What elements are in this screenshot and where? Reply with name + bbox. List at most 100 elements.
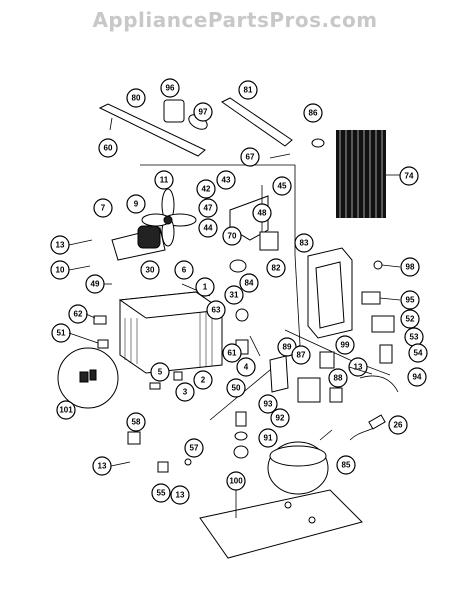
part-95 xyxy=(361,291,381,305)
callout-95: 95 xyxy=(400,290,420,310)
callout-44: 44 xyxy=(198,218,218,238)
part-63 xyxy=(235,308,249,322)
callout-67: 67 xyxy=(240,147,260,167)
part-54 xyxy=(379,344,393,364)
callout-49: 49 xyxy=(85,274,105,294)
svg-text:30: 30 xyxy=(146,266,155,275)
svg-text:62: 62 xyxy=(74,310,83,319)
part-3 xyxy=(149,382,161,390)
part-5 xyxy=(173,371,183,381)
callout-11: 11 xyxy=(154,170,174,190)
svg-text:55: 55 xyxy=(157,489,166,498)
callout-85: 85 xyxy=(336,455,356,475)
callout-13a: 13 xyxy=(50,235,70,255)
svg-text:74: 74 xyxy=(405,172,414,181)
callout-101: 101 xyxy=(56,400,76,420)
callout-86: 86 xyxy=(303,103,323,123)
svg-text:67: 67 xyxy=(246,153,255,162)
part-57 xyxy=(184,458,192,466)
svg-text:52: 52 xyxy=(406,315,415,324)
callout-84: 84 xyxy=(239,273,259,293)
svg-text:10: 10 xyxy=(56,266,65,275)
svg-text:5: 5 xyxy=(158,368,163,377)
callout-leaders xyxy=(68,239,401,518)
svg-text:13: 13 xyxy=(176,491,185,500)
callout-58: 58 xyxy=(126,412,146,432)
rail-81 xyxy=(221,97,293,147)
callout-54: 54 xyxy=(408,343,428,363)
svg-text:58: 58 xyxy=(132,418,141,427)
callout-97: 97 xyxy=(193,102,213,122)
svg-text:61: 61 xyxy=(228,349,237,358)
callout-26: 26 xyxy=(388,415,408,435)
svg-text:81: 81 xyxy=(244,86,253,95)
callout-13c: 13 xyxy=(92,456,112,476)
callout-13d: 13 xyxy=(170,485,190,505)
svg-text:13: 13 xyxy=(354,363,363,372)
svg-text:48: 48 xyxy=(258,209,267,218)
callout-7: 7 xyxy=(93,198,113,218)
callout-3: 3 xyxy=(175,382,195,402)
callout-91: 91 xyxy=(258,428,278,448)
svg-text:85: 85 xyxy=(342,461,351,470)
svg-text:43: 43 xyxy=(222,176,231,185)
svg-text:1: 1 xyxy=(203,283,208,292)
callout-57: 57 xyxy=(184,438,204,458)
base-plate-100 xyxy=(199,489,363,559)
callout-96: 96 xyxy=(160,78,180,98)
callout-42: 42 xyxy=(196,179,216,199)
callout-13b: 13 xyxy=(348,357,368,377)
svg-text:80: 80 xyxy=(132,94,141,103)
compressor-85 xyxy=(267,429,333,495)
part-91 xyxy=(233,445,249,459)
part-58 xyxy=(127,431,141,445)
svg-text:47: 47 xyxy=(204,204,213,213)
callout-61: 61 xyxy=(222,343,242,363)
svg-text:100: 100 xyxy=(229,477,243,486)
svg-text:6: 6 xyxy=(182,266,187,275)
svg-text:31: 31 xyxy=(230,291,239,300)
callout-51: 51 xyxy=(51,323,71,343)
svg-text:49: 49 xyxy=(91,280,100,289)
svg-text:86: 86 xyxy=(309,109,318,118)
svg-text:87: 87 xyxy=(297,351,306,360)
callout-labels: 80 96 97 81 86 60 67 74 11 43 42 45 47 4… xyxy=(50,78,428,505)
screw-67 xyxy=(269,153,291,159)
callout-43: 43 xyxy=(216,170,236,190)
clip-62 xyxy=(93,315,107,325)
svg-text:63: 63 xyxy=(212,306,221,315)
svg-text:2: 2 xyxy=(201,376,206,385)
callout-70: 70 xyxy=(222,226,242,246)
callout-9: 9 xyxy=(126,194,146,214)
svg-text:91: 91 xyxy=(264,434,273,443)
svg-text:83: 83 xyxy=(300,239,309,248)
plug-86 xyxy=(311,138,325,148)
callout-88: 88 xyxy=(328,368,348,388)
callout-55: 55 xyxy=(151,483,171,503)
evaporator-30 xyxy=(118,291,224,374)
part-4 xyxy=(249,335,261,357)
callout-92: 92 xyxy=(270,408,290,428)
part-98 xyxy=(373,260,383,270)
svg-text:93: 93 xyxy=(264,400,273,409)
svg-text:101: 101 xyxy=(59,406,73,415)
top-rail-80 xyxy=(98,103,206,157)
callout-93: 93 xyxy=(258,394,278,414)
svg-text:4: 4 xyxy=(244,363,249,372)
callout-47: 47 xyxy=(198,198,218,218)
callout-60: 60 xyxy=(98,138,118,158)
callout-2: 2 xyxy=(193,370,213,390)
svg-text:97: 97 xyxy=(199,108,208,117)
watermark-text: AppliancePartsPros.com xyxy=(92,8,378,32)
svg-text:99: 99 xyxy=(341,341,350,350)
svg-text:98: 98 xyxy=(406,263,415,272)
svg-text:50: 50 xyxy=(232,384,241,393)
part-55 xyxy=(157,461,169,473)
svg-text:94: 94 xyxy=(413,373,422,382)
part-89 xyxy=(269,355,289,393)
svg-text:51: 51 xyxy=(57,329,66,338)
fan-motor-9 xyxy=(111,225,166,261)
callout-83: 83 xyxy=(294,233,314,253)
svg-text:70: 70 xyxy=(228,232,237,241)
